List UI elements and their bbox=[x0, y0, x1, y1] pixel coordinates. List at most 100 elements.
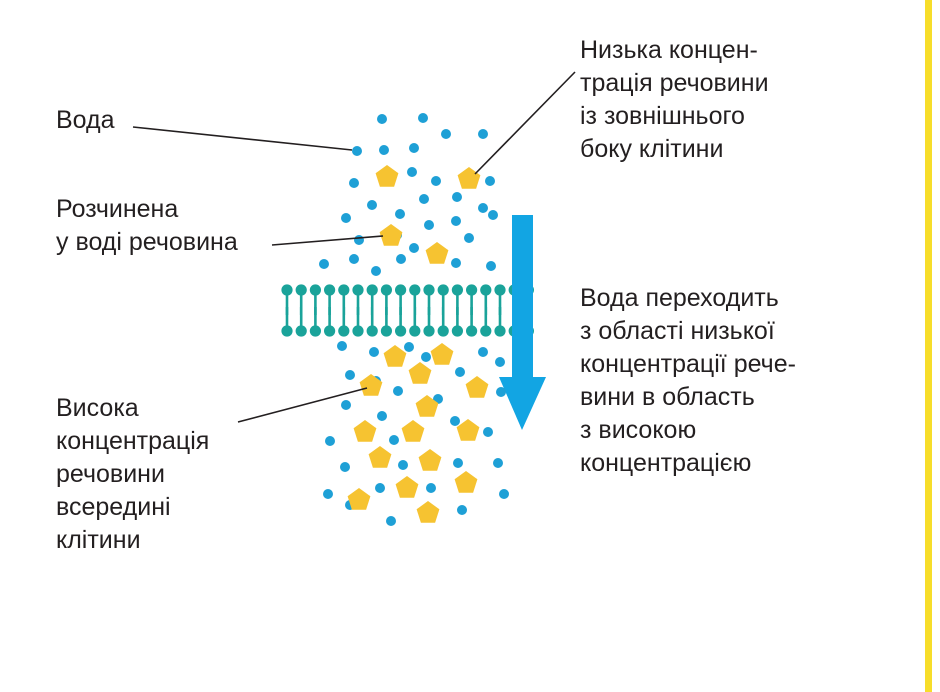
phospholipid-bilayer bbox=[281, 284, 535, 337]
water-molecule-dot bbox=[457, 505, 467, 515]
water-molecule-dot bbox=[341, 400, 351, 410]
lipid-head bbox=[451, 284, 463, 296]
lipid-head bbox=[338, 284, 350, 296]
water-molecule-dot bbox=[340, 462, 350, 472]
water-transfer-label-line: вини в область bbox=[580, 383, 755, 411]
solute-pentagon bbox=[465, 376, 489, 398]
water-molecule-dot bbox=[352, 146, 362, 156]
water-molecule-dot bbox=[418, 113, 428, 123]
water-molecule-dot bbox=[464, 233, 474, 243]
low-concentration-label-line: трація речовини bbox=[580, 69, 769, 97]
water-molecule-dot bbox=[396, 254, 406, 264]
low-concentration-label-line: Низька концен- bbox=[580, 36, 758, 64]
solute-pentagon bbox=[395, 476, 419, 498]
water-molecule-dot bbox=[367, 200, 377, 210]
dissolved-substance-leader-line bbox=[271, 235, 384, 246]
high-concentration-label-line: клітини bbox=[56, 526, 141, 554]
water-molecule-dot bbox=[337, 341, 347, 351]
lipid-head bbox=[395, 284, 407, 296]
water-transfer-label: Вода переходить з області низької концен… bbox=[580, 282, 796, 480]
water-molecule-dot bbox=[488, 210, 498, 220]
lipid-head bbox=[480, 325, 492, 337]
lipid-head bbox=[309, 284, 321, 296]
water-molecule-dot bbox=[455, 367, 465, 377]
water-molecule-dot bbox=[419, 194, 429, 204]
water-molecule-dot bbox=[409, 143, 419, 153]
solute-pentagon bbox=[368, 446, 392, 468]
water-molecule-dot bbox=[395, 209, 405, 219]
lipid-head bbox=[366, 325, 378, 337]
dissolved-substance-label-line: Розчинена bbox=[56, 195, 179, 223]
water-transfer-label-line: концентрацією bbox=[580, 449, 752, 477]
water-molecule-dot bbox=[369, 347, 379, 357]
low-concentration-leader-line bbox=[474, 71, 576, 175]
water-molecule-dot bbox=[451, 258, 461, 268]
high-concentration-label-line: Висока bbox=[56, 394, 139, 422]
water-molecule-dot bbox=[485, 176, 495, 186]
water-molecule-dot bbox=[478, 129, 488, 139]
water-molecule-dot bbox=[453, 458, 463, 468]
lipid-head bbox=[324, 325, 336, 337]
solute-pentagon bbox=[430, 343, 454, 365]
lipid-head bbox=[409, 325, 421, 337]
water-molecule-dot bbox=[493, 458, 503, 468]
arrow-shaft bbox=[512, 215, 533, 382]
lipid-head bbox=[480, 284, 492, 296]
water-molecule-dot bbox=[377, 411, 387, 421]
high-concentration-label: Висока концентрація речовини всередині к… bbox=[56, 392, 209, 557]
water-molecule-dot bbox=[386, 516, 396, 526]
page-border-stripe bbox=[925, 0, 932, 692]
lipid-head bbox=[281, 325, 293, 337]
dissolved-substance-label: Розчинена у воді речовина bbox=[56, 193, 238, 259]
high-concentration-label-line: концентрація bbox=[56, 427, 210, 455]
water-molecule-dot bbox=[354, 235, 364, 245]
high-concentration-label-line: всередині bbox=[56, 493, 171, 521]
solute-pentagon bbox=[379, 224, 403, 246]
lipid-head bbox=[380, 284, 392, 296]
lipid-head bbox=[395, 325, 407, 337]
water-leader-line bbox=[132, 126, 353, 151]
solute-pentagon bbox=[425, 242, 449, 264]
solute-pentagon bbox=[401, 420, 425, 442]
water-transfer-label-line: з області низької bbox=[580, 317, 775, 345]
water-molecule-dot bbox=[452, 192, 462, 202]
water-molecule-dot bbox=[341, 213, 351, 223]
solute-pentagon bbox=[415, 395, 439, 417]
water-molecule-dot bbox=[398, 460, 408, 470]
water-molecule-dot bbox=[424, 220, 434, 230]
water-label: Вода bbox=[56, 104, 115, 137]
high-concentration-leader-line bbox=[237, 387, 368, 423]
low-concentration-label-line: із зовнішнього bbox=[580, 102, 745, 130]
lipid-head bbox=[281, 284, 293, 296]
lipid-head bbox=[295, 284, 307, 296]
water-molecule-dot bbox=[349, 178, 359, 188]
leader-lines bbox=[132, 71, 576, 423]
water-transfer-label-line: Вода переходить bbox=[580, 284, 779, 312]
solute-pentagon bbox=[347, 488, 371, 510]
lipid-head bbox=[366, 284, 378, 296]
water-molecule-dot bbox=[349, 254, 359, 264]
water-molecule-dot bbox=[441, 129, 451, 139]
water-molecule-dot bbox=[379, 145, 389, 155]
water-molecule-dot bbox=[483, 427, 493, 437]
lipid-head bbox=[324, 284, 336, 296]
low-concentration-label: Низька концен- трація речовини із зовніш… bbox=[580, 34, 769, 166]
lipid-head bbox=[409, 284, 421, 296]
water-molecule-dot bbox=[486, 261, 496, 271]
water-molecule-dot bbox=[404, 342, 414, 352]
high-concentration-label-line: речовини bbox=[56, 460, 165, 488]
water-molecule-dot bbox=[345, 370, 355, 380]
low-concentration-label-line: боку клітини bbox=[580, 135, 724, 163]
lipid-head bbox=[352, 284, 364, 296]
lipid-head bbox=[466, 284, 478, 296]
water-molecule-dot bbox=[393, 386, 403, 396]
water-molecule-dot bbox=[377, 114, 387, 124]
solute-pentagon bbox=[353, 420, 377, 442]
dissolved-substance-label-line: у воді речовина bbox=[56, 228, 238, 256]
lipid-head bbox=[309, 325, 321, 337]
water-molecule-dot bbox=[421, 352, 431, 362]
water-molecule-dot bbox=[323, 489, 333, 499]
lipid-head bbox=[423, 325, 435, 337]
water-molecule-dot bbox=[478, 347, 488, 357]
